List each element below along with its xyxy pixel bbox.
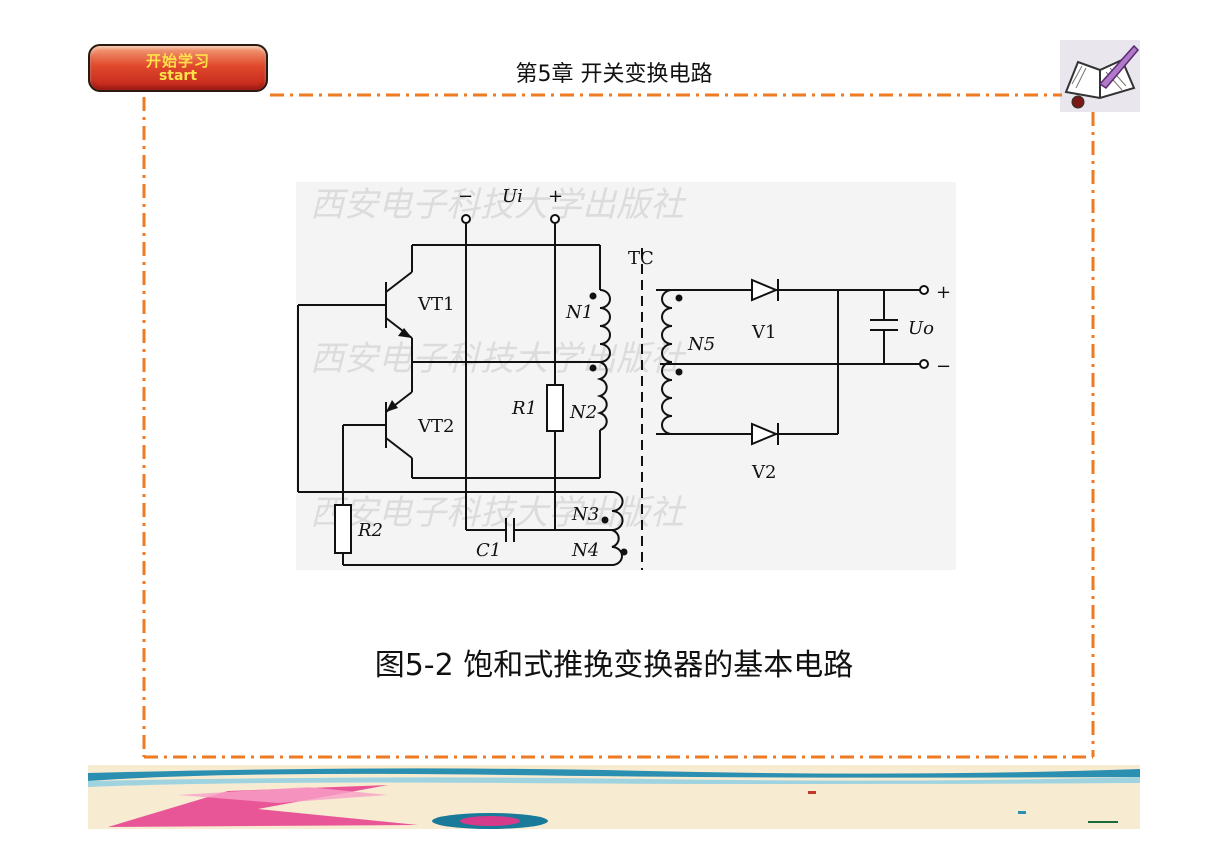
decorative-footer: [88, 765, 1140, 829]
output-minus-label: −: [936, 356, 951, 377]
start-button-label-en: start: [158, 67, 198, 84]
watermark: 西安电子科技大学出版社 西安电子科技大学出版社 西安电子科技大学出版社: [310, 185, 687, 533]
r1-label: R1: [511, 398, 537, 419]
n2-label: N2: [569, 402, 597, 423]
input-voltage-label: Ui: [502, 186, 523, 207]
r2-label: R2: [357, 520, 383, 541]
circuit-diagram: 西安电子科技大学出版社 西安电子科技大学出版社 西安电子科技大学出版社: [296, 182, 956, 570]
output-plus-label: +: [936, 282, 951, 303]
chapter-title: 第5章 开关变换电路: [515, 62, 713, 87]
vt1-label: VT1: [417, 294, 454, 315]
vt2-emitter-arrow: [386, 400, 398, 412]
book-quill-icon[interactable]: [1060, 40, 1140, 112]
transformer-label: TC: [628, 248, 654, 269]
svg-text:西安电子科技大学出版社: 西安电子科技大学出版社: [310, 185, 687, 225]
c1-label: C1: [476, 540, 501, 561]
start-button-label-cn: 开始学习: [145, 51, 210, 70]
n4-label: N4: [571, 540, 599, 561]
svg-text:西安电子科技大学出版社: 西安电子科技大学出版社: [310, 493, 687, 533]
output-voltage-label: Uo: [908, 318, 934, 339]
n5-label: N5: [687, 334, 715, 355]
input-plus-label: +: [548, 186, 563, 207]
start-learning-button[interactable]: 开始学习 start: [88, 44, 268, 92]
figure-caption: 图5-2 饱和式推挽变换器的基本电路: [374, 648, 854, 683]
polarity-dots: [589, 292, 683, 556]
n1-label: N1: [565, 302, 593, 323]
v1-label: V1: [751, 322, 776, 343]
n3-label: N3: [571, 504, 599, 525]
v2-label: V2: [751, 462, 776, 483]
vt1-emitter-arrow: [398, 328, 412, 338]
input-minus-label: −: [458, 186, 473, 207]
vt2-label: VT2: [417, 416, 454, 437]
svg-text:西安电子科技大学出版社: 西安电子科技大学出版社: [310, 339, 687, 379]
